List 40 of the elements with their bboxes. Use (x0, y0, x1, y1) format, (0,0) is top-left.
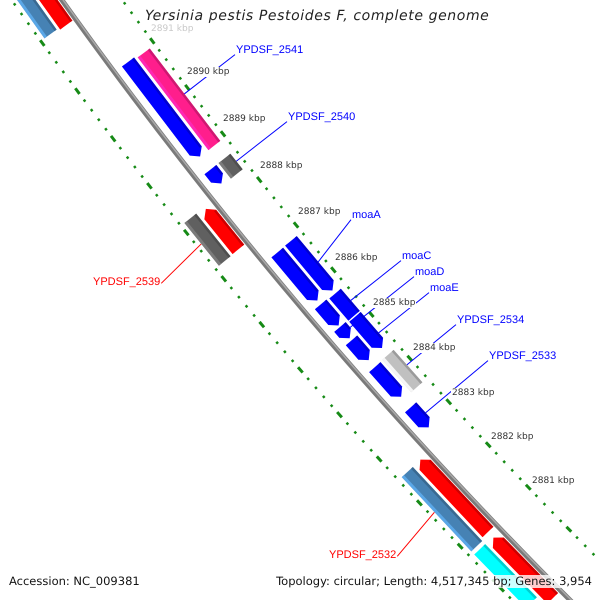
gene-block (314, 300, 340, 326)
gene-block (369, 362, 402, 397)
scale-label: 2887 kbp (297, 207, 342, 218)
gene-label: moaA (352, 209, 381, 222)
gene-block (346, 336, 370, 360)
gene-block (272, 248, 319, 301)
gene-block (218, 154, 243, 179)
gene-block (402, 467, 482, 552)
leader-line (350, 260, 402, 301)
scale-label: 2886 kbp (334, 253, 378, 264)
gene-block (405, 402, 430, 428)
gene-label: moaD (415, 266, 444, 279)
scale-label: 2884 kbp (412, 343, 456, 354)
scale-label: 2888 kbp (259, 161, 304, 172)
scale-label: 2881 kbp (531, 476, 576, 486)
accession-text: Accession: NC_009381 (9, 575, 140, 588)
gene-block (204, 165, 223, 184)
scale-label: 2883 kbp (451, 388, 496, 398)
leader-line (160, 243, 202, 284)
leader-line (396, 512, 435, 557)
scale-label: 2882 kbp (490, 432, 534, 442)
gene-label: YPDSF_2541 (236, 44, 304, 57)
genome-stats-text: Topology: circular; Length: 4,517,345 bp; Genes: 3,954 (276, 575, 592, 588)
scale-label: 2889 kbp (222, 114, 266, 124)
gene-label: YPDSF_2540 (288, 111, 356, 124)
gene-block (184, 214, 231, 266)
scale-label: 2885 kbp (372, 298, 416, 308)
gene-label: YPDSF_2533 (489, 350, 556, 363)
gene-label: moaC (402, 250, 432, 263)
gene-label: YPDSF_2532 (329, 549, 396, 562)
scale-label: 2890 kbp (186, 67, 230, 78)
title: Yersinia pestis Pestoides F, complete genome (145, 8, 490, 24)
gene-label: YPDSF_2539 (93, 276, 160, 289)
gene-block (334, 322, 351, 338)
leader-line (318, 219, 352, 262)
gene-label: moaE (430, 282, 459, 295)
leader-line (378, 292, 430, 334)
leader-line (236, 121, 288, 162)
gene-label: YPDSF_2534 (457, 314, 524, 327)
leader-line (425, 360, 488, 414)
